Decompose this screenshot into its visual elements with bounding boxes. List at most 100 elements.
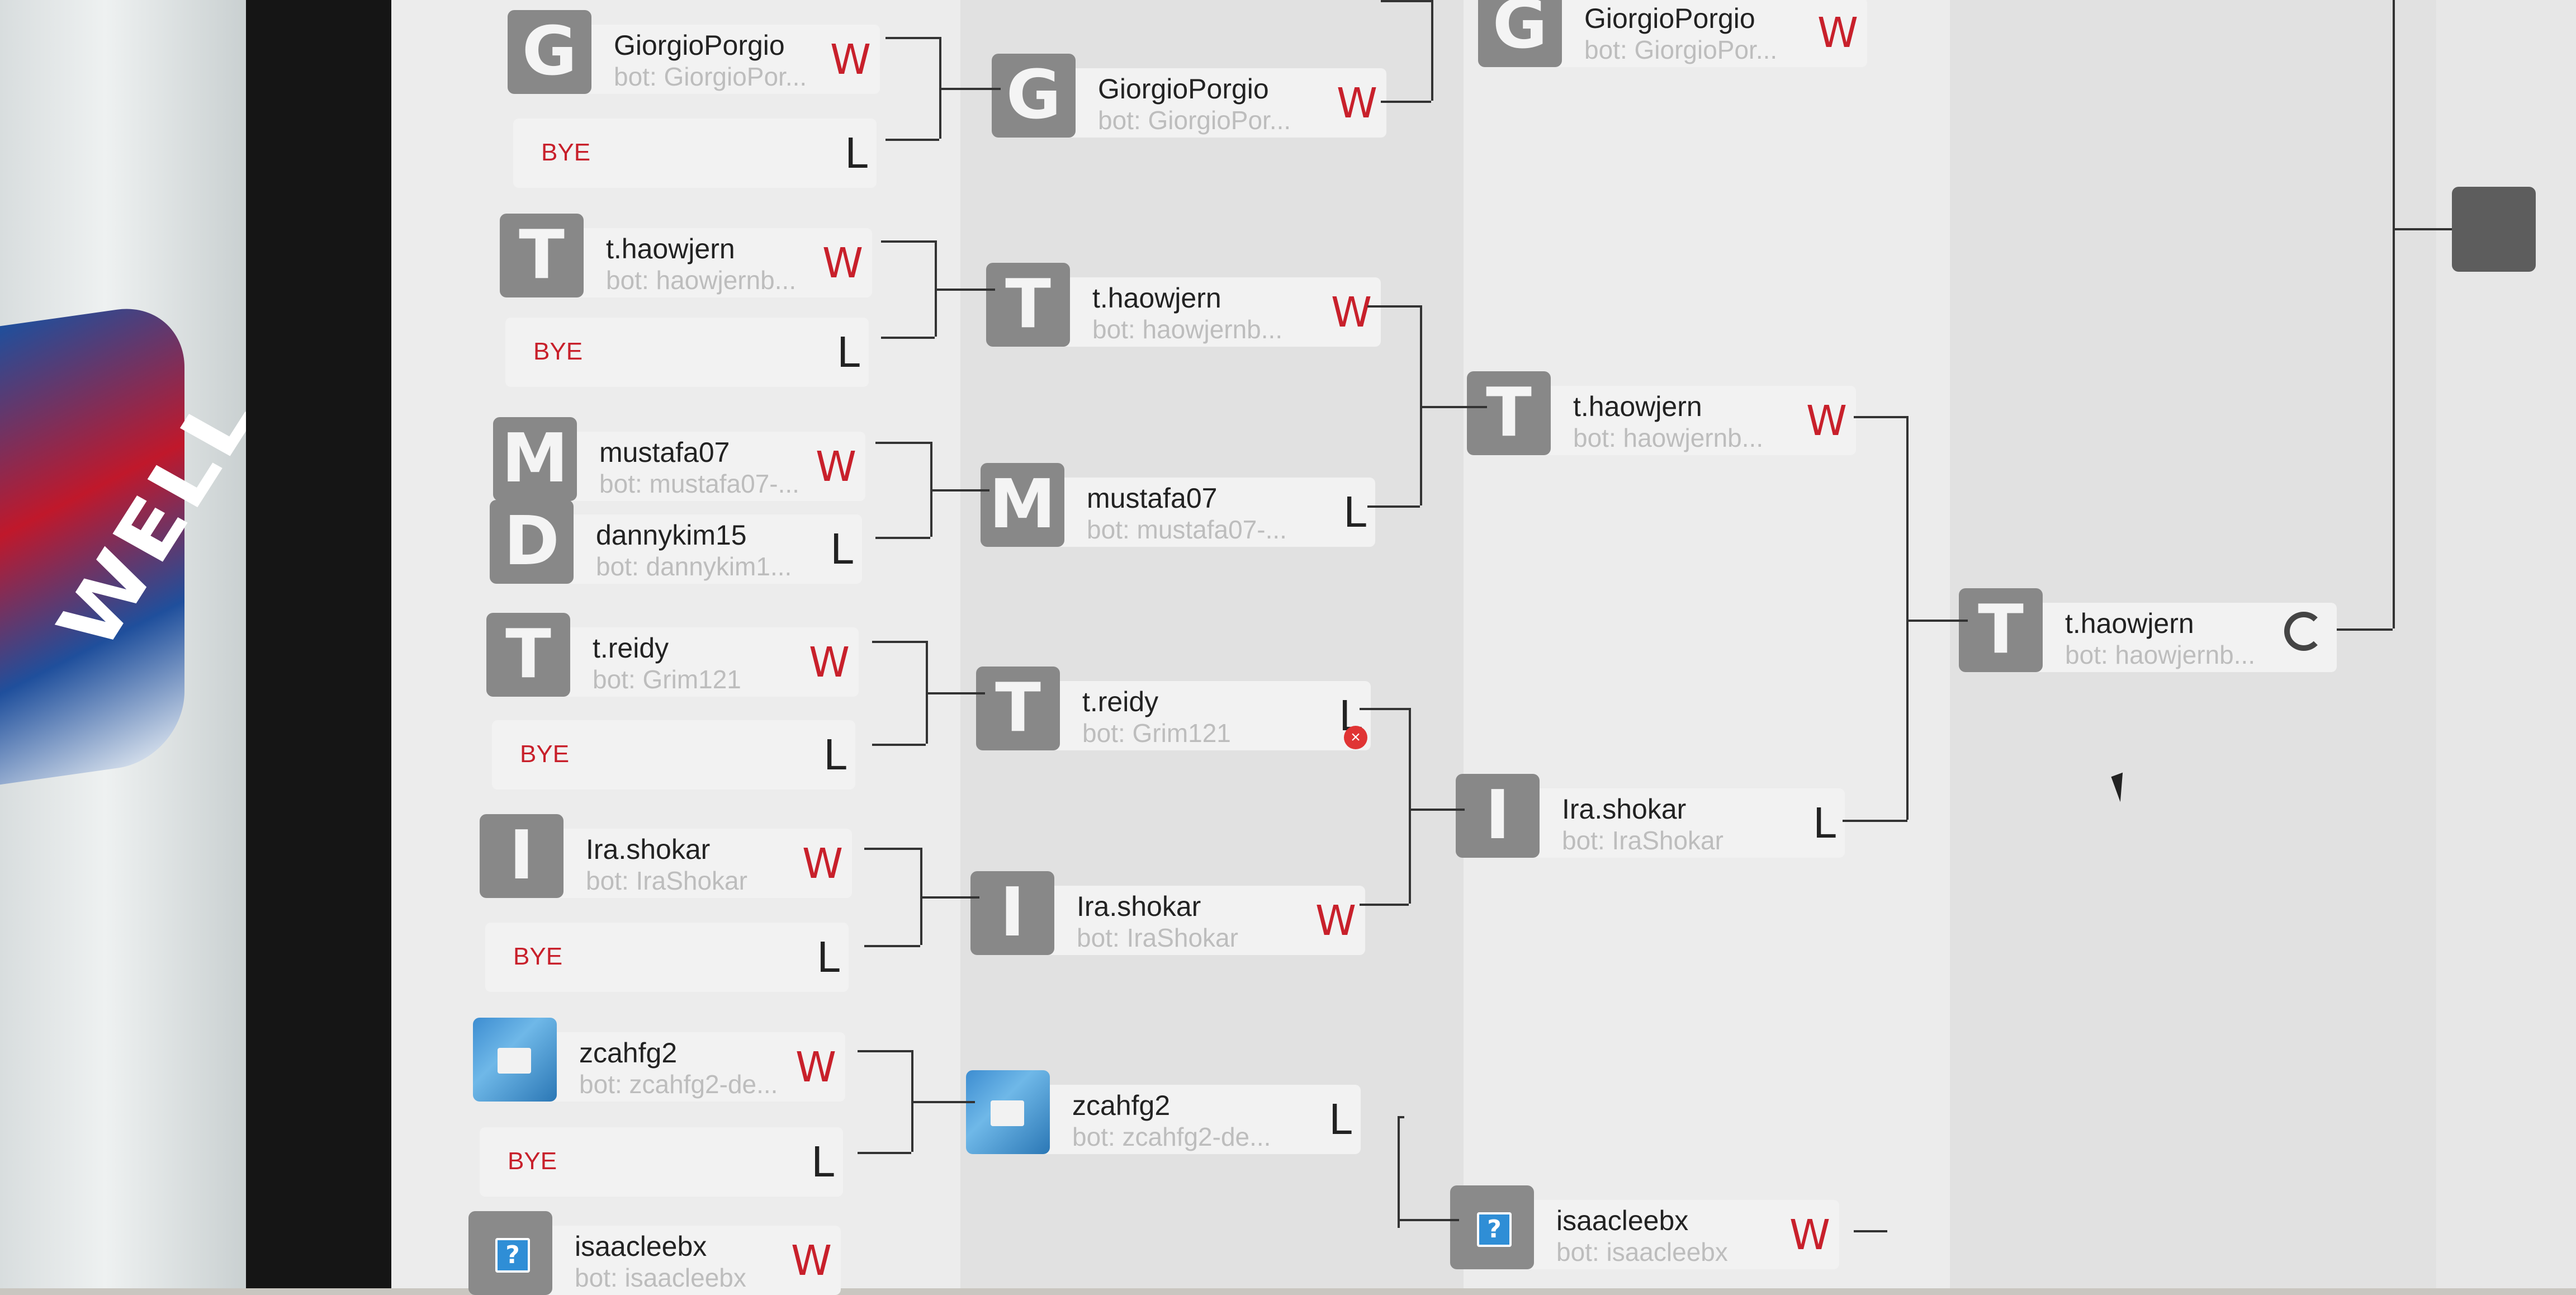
avatar: I [480, 814, 564, 898]
player-name: GiorgioPorgio [614, 30, 785, 61]
bot-name: bot: haowjernb... [606, 266, 797, 295]
bot-name: bot: GiorgioPor... [1584, 35, 1778, 64]
avatar [473, 1018, 557, 1102]
connector-line [1420, 406, 1487, 408]
connector-line [920, 896, 979, 899]
connector-line [1398, 1219, 1459, 1221]
connector-line [1398, 1116, 1400, 1228]
bye-label: BYE [508, 1147, 557, 1175]
loss-marker: L [1343, 489, 1366, 537]
win-marker: W [815, 443, 856, 491]
win-marker: W [790, 1237, 832, 1285]
bot-name: bot: GiorgioPor... [1098, 106, 1291, 135]
connector-line [1906, 416, 1909, 820]
avatar: T [1959, 588, 2043, 672]
loading-spinner-icon [2284, 612, 2323, 651]
bye-label: BYE [520, 740, 570, 768]
bot-name: bot: isaacleebx [575, 1263, 746, 1292]
player-name: t.haowjern [2065, 608, 2194, 639]
player-name: Ira.shokar [1562, 793, 1687, 825]
bot-name: bot: mustafa07-... [1087, 515, 1287, 544]
avatar: T [486, 613, 570, 697]
bot-name: bot: haowjernb... [2065, 640, 2256, 669]
connector-line [1409, 708, 1411, 904]
player-name: t.haowjern [606, 233, 735, 264]
player-name: t.reidy [1082, 686, 1159, 717]
avatar: T [1467, 371, 1551, 455]
avatar: T [500, 214, 584, 297]
loss-marker: L [816, 934, 840, 982]
player-name: isaacleebx [575, 1231, 707, 1262]
connector-line [930, 489, 989, 491]
connector-line [886, 139, 939, 141]
win-marker: W [822, 239, 863, 287]
bottle-label: WELL [0, 300, 274, 785]
bot-name: bot: IraShokar [586, 866, 747, 895]
connector-line [926, 692, 985, 694]
bot-name: bot: Grim121 [1082, 719, 1231, 748]
player-name: isaacleebx [1556, 1205, 1689, 1236]
close-icon[interactable]: × [1344, 726, 1367, 749]
connector-line [1360, 904, 1409, 906]
next-round-slot [2452, 187, 2536, 272]
player-name: dannykim15 [596, 519, 747, 551]
avatar: G [992, 54, 1076, 138]
connector-line [858, 1050, 911, 1052]
bot-name: bot: IraShokar [1562, 826, 1723, 855]
connector-line [1843, 820, 1907, 822]
avatar: M [493, 417, 577, 501]
avatar: I [1456, 774, 1540, 858]
bot-name: bot: dannykim1... [596, 552, 792, 581]
bye-entry[interactable]: BYE L [492, 720, 855, 790]
avatar [1450, 1185, 1534, 1269]
connector-line [935, 289, 995, 291]
player-name: mustafa07 [599, 437, 730, 468]
connector-line [864, 945, 920, 947]
connector-line [881, 240, 935, 243]
bot-name: bot: zcahfg2-de... [579, 1070, 778, 1099]
player-name: Ira.shokar [1077, 891, 1201, 922]
connector-line [1420, 305, 1422, 505]
connector-line [864, 848, 920, 850]
bye-label: BYE [513, 943, 563, 970]
connector-line [939, 88, 1001, 90]
player-name: zcahfg2 [1072, 1090, 1171, 1121]
avatar [966, 1070, 1050, 1154]
connector-line [1398, 1116, 1404, 1118]
connector-line [1360, 708, 1409, 710]
connector-line [872, 641, 926, 643]
avatar [468, 1211, 552, 1295]
bot-name: bot: Grim121 [593, 665, 741, 694]
connector-line [2393, 0, 2395, 628]
bye-label: BYE [541, 139, 591, 166]
round-3-column [1464, 0, 1950, 1288]
connector-line [911, 1101, 975, 1103]
loss-marker: L [823, 731, 846, 779]
player-name: t.haowjern [1573, 391, 1702, 422]
bye-entry[interactable]: BYE L [485, 923, 849, 992]
connector-line [1367, 305, 1420, 308]
win-marker: W [1336, 79, 1377, 127]
